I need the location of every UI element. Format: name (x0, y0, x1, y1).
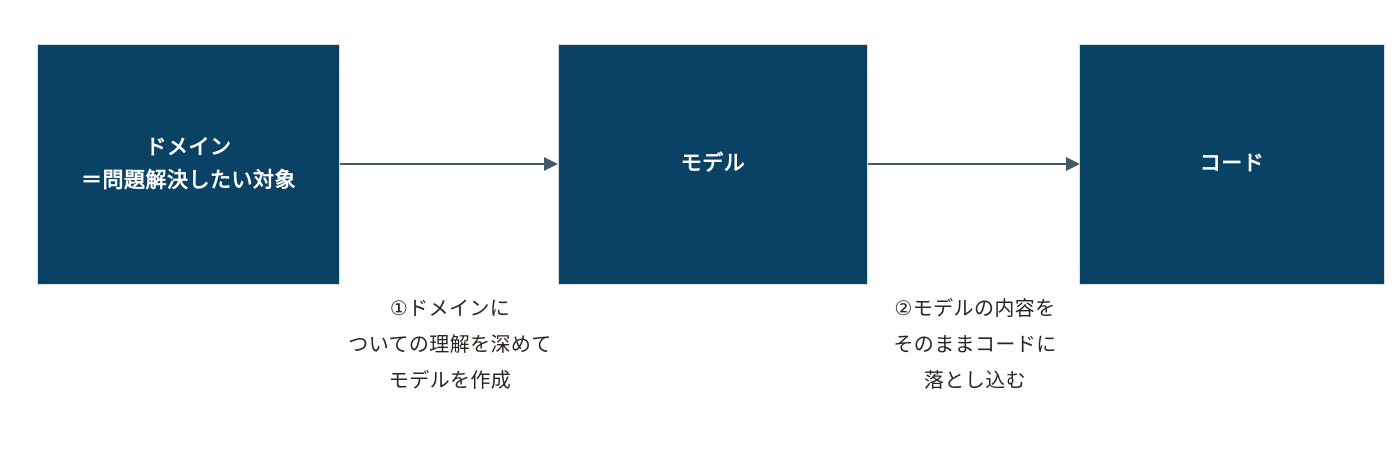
arrow-right-icon (340, 157, 558, 171)
node-label-domain: ドメイン ＝問題解決したい対象 (81, 135, 296, 192)
caption-step-two: ②モデルの内容を そのままコードに 落とし込む (893, 298, 1057, 392)
node-box-domain: ドメイン ＝問題解決したい対象 (37, 44, 340, 285)
node-box-model: モデル (558, 44, 868, 285)
node-box-code: コード (1079, 44, 1385, 285)
node-label-model: モデル (680, 152, 746, 176)
arrow-model-to-code (868, 155, 1080, 173)
arrow-domain-to-model (340, 155, 558, 173)
caption-step-one: ①ドメインに ついての理解を深めて モデルを作成 (348, 298, 552, 392)
node-label-code: コード (1199, 152, 1265, 176)
arrow-right-icon (868, 157, 1080, 171)
